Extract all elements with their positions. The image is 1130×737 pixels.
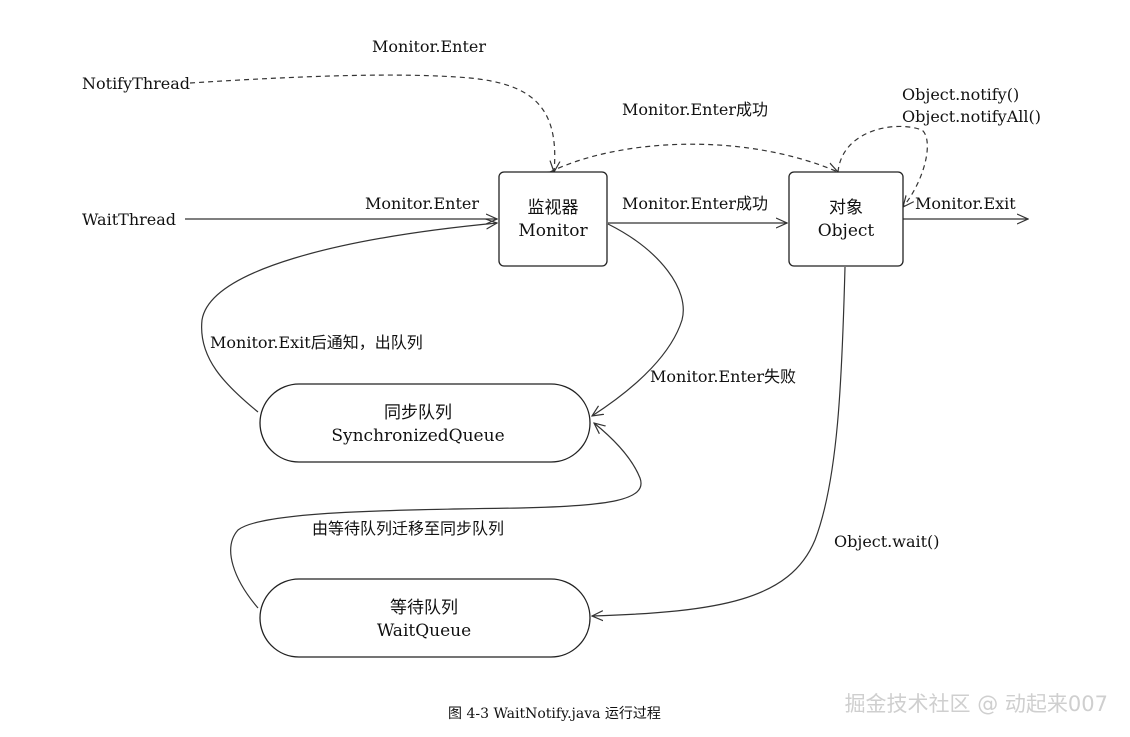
object-node-title: 对象	[829, 198, 863, 218]
watermark: 掘金技术社区 @ 动起来007	[845, 692, 1108, 716]
edge-object-wait	[592, 266, 846, 616]
monitor-node-subtitle: Monitor	[518, 221, 588, 241]
edge-wait-to-sync	[230, 423, 642, 609]
figure-caption: 图 4-3 WaitNotify.java 运行过程	[448, 706, 661, 722]
enter-fail-label: Monitor.Enter失败	[650, 367, 796, 386]
object-node: 对象 Object	[788, 171, 904, 267]
notify-thread-label: NotifyThread	[82, 74, 190, 93]
notifyall-call-label: Object.notifyAll()	[902, 107, 1041, 126]
edge-notify-to-monitor	[189, 74, 555, 172]
wait-queue-subtitle: WaitQueue	[377, 621, 471, 641]
wait-enter-label: Monitor.Enter	[365, 194, 479, 213]
edge-monitor-object-dashed	[550, 143, 838, 172]
notify-call-label: Object.notify()	[902, 85, 1019, 104]
sync-queue-subtitle: SynchronizedQueue	[331, 426, 504, 446]
wait-queue-node: 等待队列 WaitQueue	[259, 578, 591, 658]
wait-queue-title: 等待队列	[390, 598, 458, 618]
edge-enter-fail	[592, 223, 684, 416]
move-queue-label: 由等待队列迁移至同步队列	[312, 519, 504, 538]
wait-thread-label: WaitThread	[82, 210, 176, 229]
object-node-subtitle: Object	[818, 221, 875, 241]
enter-success-label: Monitor.Enter成功	[622, 194, 768, 213]
sync-queue-node: 同步队列 SynchronizedQueue	[259, 383, 591, 463]
monitor-node: 监视器 Monitor	[498, 171, 608, 267]
enter-success-dashed-label: Monitor.Enter成功	[622, 100, 768, 119]
monitor-node-title: 监视器	[528, 198, 579, 218]
edge-sync-to-monitor	[201, 223, 497, 413]
notify-enter-label: Monitor.Enter	[372, 37, 486, 56]
edge-notify-loop	[837, 125, 928, 207]
sync-queue-title: 同步队列	[384, 403, 452, 423]
exit-label: Monitor.Exit	[915, 194, 1016, 213]
exit-notify-label: Monitor.Exit后通知，出队列	[210, 333, 423, 352]
wait-call-label: Object.wait()	[834, 532, 940, 551]
